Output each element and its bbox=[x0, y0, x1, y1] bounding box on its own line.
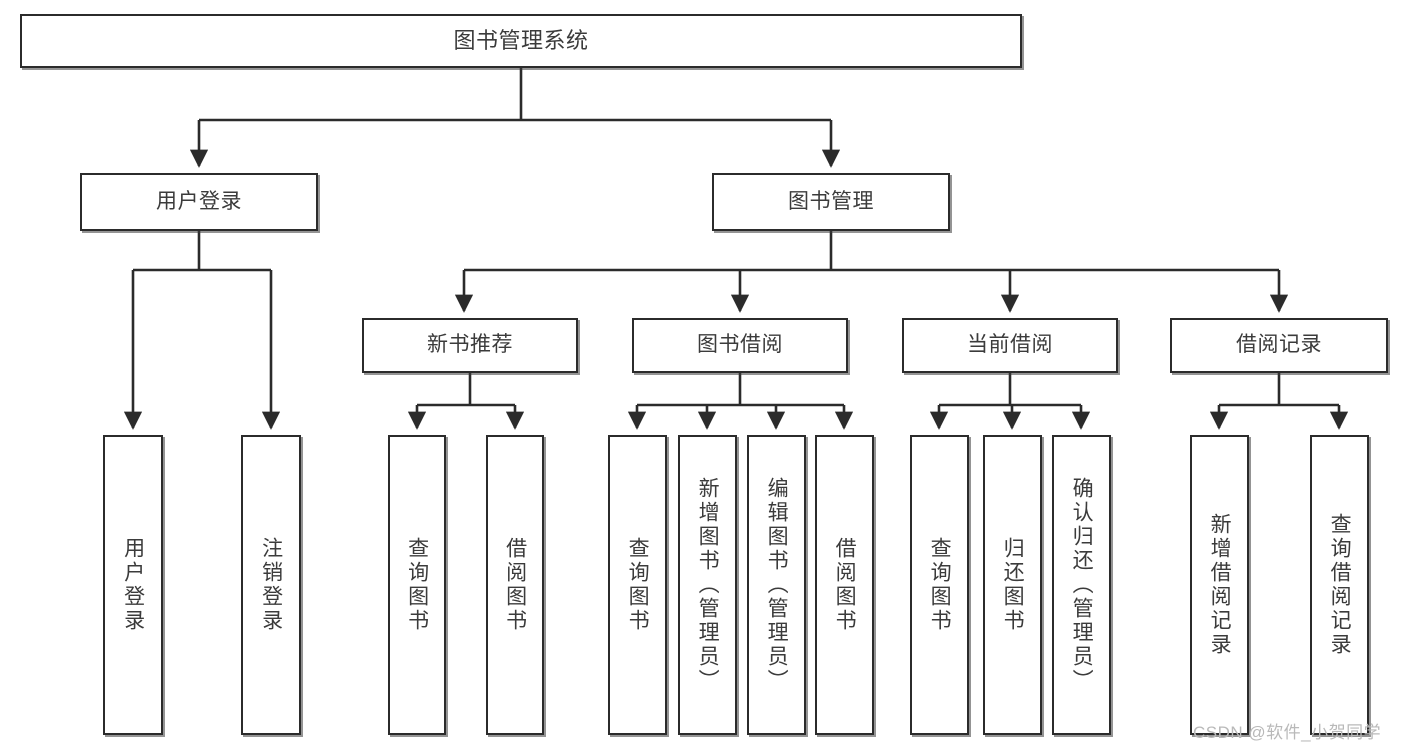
leaf-node-label: 查询图书 bbox=[928, 537, 952, 633]
node-current-borrow-label: 当前借阅 bbox=[967, 333, 1053, 357]
leaf-node[interactable]: 查询图书 bbox=[608, 435, 667, 735]
leaf-node-label: 借阅图书 bbox=[503, 537, 527, 633]
node-current-borrow[interactable]: 当前借阅 bbox=[902, 318, 1118, 373]
node-new-book-recommend-label: 新书推荐 bbox=[427, 333, 513, 357]
node-borrow-records-label: 借阅记录 bbox=[1236, 333, 1322, 357]
leaf-node[interactable]: 新增图书（管理员） bbox=[678, 435, 737, 735]
leaf-node-label: 查询图书 bbox=[405, 537, 429, 633]
node-book-management-label: 图书管理 bbox=[788, 189, 874, 213]
node-user-login[interactable]: 用户登录 bbox=[80, 173, 318, 231]
leaf-node[interactable]: 确认归还（管理员） bbox=[1052, 435, 1111, 735]
leaf-node[interactable]: 查询图书 bbox=[910, 435, 969, 735]
node-user-login-label: 用户登录 bbox=[156, 189, 242, 213]
node-root[interactable]: 图书管理系统 bbox=[20, 14, 1022, 68]
node-book-borrow[interactable]: 图书借阅 bbox=[632, 318, 848, 373]
leaf-node[interactable]: 借阅图书 bbox=[486, 435, 544, 735]
leaf-node-label: 编辑图书（管理员） bbox=[765, 477, 789, 693]
node-new-book-recommend[interactable]: 新书推荐 bbox=[362, 318, 578, 373]
leaf-node[interactable]: 编辑图书（管理员） bbox=[747, 435, 806, 735]
node-book-borrow-label: 图书借阅 bbox=[697, 333, 783, 357]
leaf-node[interactable]: 新增借阅记录 bbox=[1190, 435, 1249, 735]
leaf-node-label: 查询图书 bbox=[626, 537, 650, 633]
leaf-node-label: 归还图书 bbox=[1001, 537, 1025, 633]
leaf-node[interactable]: 查询借阅记录 bbox=[1310, 435, 1369, 735]
leaf-node-label: 新增图书（管理员） bbox=[696, 477, 720, 693]
node-book-management[interactable]: 图书管理 bbox=[712, 173, 950, 231]
leaf-node-label: 新增借阅记录 bbox=[1208, 513, 1232, 657]
node-borrow-records[interactable]: 借阅记录 bbox=[1170, 318, 1388, 373]
leaf-node[interactable]: 归还图书 bbox=[983, 435, 1042, 735]
node-root-label: 图书管理系统 bbox=[453, 28, 589, 54]
leaf-node[interactable]: 查询图书 bbox=[388, 435, 446, 735]
leaf-node-label: 用户登录 bbox=[121, 537, 145, 633]
leaf-node-label: 确认归还（管理员） bbox=[1070, 477, 1094, 693]
csdn-watermark: CSDN @软件_小贺同学 bbox=[1193, 723, 1382, 742]
leaf-node[interactable]: 用户登录 bbox=[103, 435, 163, 735]
leaf-node-label: 借阅图书 bbox=[833, 537, 857, 633]
leaf-node-label: 注销登录 bbox=[259, 537, 283, 633]
leaf-node[interactable]: 借阅图书 bbox=[815, 435, 874, 735]
leaf-node-label: 查询借阅记录 bbox=[1328, 513, 1352, 657]
leaf-node[interactable]: 注销登录 bbox=[241, 435, 301, 735]
